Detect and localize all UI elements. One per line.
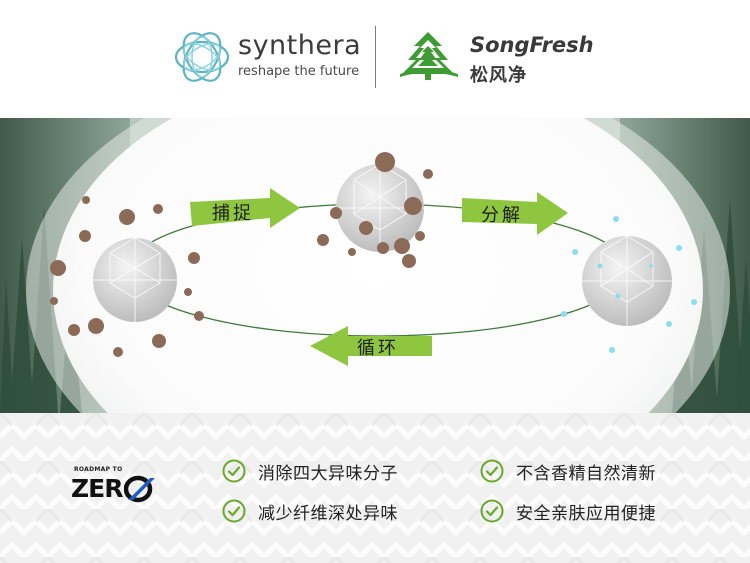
capture-label: 捕捉 xyxy=(212,203,254,224)
feature-item-4: 安全亲肤应用便捷 xyxy=(480,497,656,525)
check-circle-icon xyxy=(222,499,246,523)
process-diagram xyxy=(0,118,750,413)
pine-tree-logo-icon xyxy=(400,32,458,80)
synthera-brand-name: synthera xyxy=(238,30,362,61)
synthera-logo-icon xyxy=(174,32,230,82)
zero-slash-icon xyxy=(124,475,155,503)
cycle-arrow-icon xyxy=(310,326,432,366)
left-sphere xyxy=(93,237,177,322)
roadmap-to-label: ROADMAP TO xyxy=(74,466,123,473)
songfresh-brand-name: SongFresh xyxy=(470,33,594,57)
header-divider xyxy=(375,26,376,88)
feature-text: 安全亲肤应用便捷 xyxy=(516,503,656,524)
fresh-droplets xyxy=(561,216,697,353)
top-sphere xyxy=(336,163,424,252)
feature-text: 消除四大异味分子 xyxy=(258,463,398,484)
capture-arrow-icon xyxy=(190,188,300,228)
right-sphere xyxy=(582,235,672,326)
decompose-arrow-icon xyxy=(462,192,568,235)
feature-text: 不含香精自然清新 xyxy=(516,463,656,484)
feature-item-3: 减少纤维深处异味 xyxy=(222,497,398,525)
check-circle-icon xyxy=(480,459,504,483)
feature-item-2: 不含香精自然清新 xyxy=(480,457,656,485)
check-circle-icon xyxy=(222,459,246,483)
songfresh-chinese-name: 松风净 xyxy=(470,65,527,86)
feature-text: 减少纤维深处异味 xyxy=(258,503,398,524)
check-circle-icon xyxy=(480,499,504,523)
decompose-label: 分解 xyxy=(481,205,523,226)
process-illustration: 捕捉 分解 循环 xyxy=(0,118,750,413)
brand-header: synthera reshape the future SongFresh 松风… xyxy=(0,0,750,118)
odor-molecules xyxy=(50,152,433,357)
cycle-label: 循环 xyxy=(357,338,399,359)
zero-badge-text: ZER xyxy=(71,474,123,503)
feature-item-1: 消除四大异味分子 xyxy=(222,457,398,485)
central-glow xyxy=(53,118,703,413)
synthera-tagline: reshape the future xyxy=(238,64,360,79)
